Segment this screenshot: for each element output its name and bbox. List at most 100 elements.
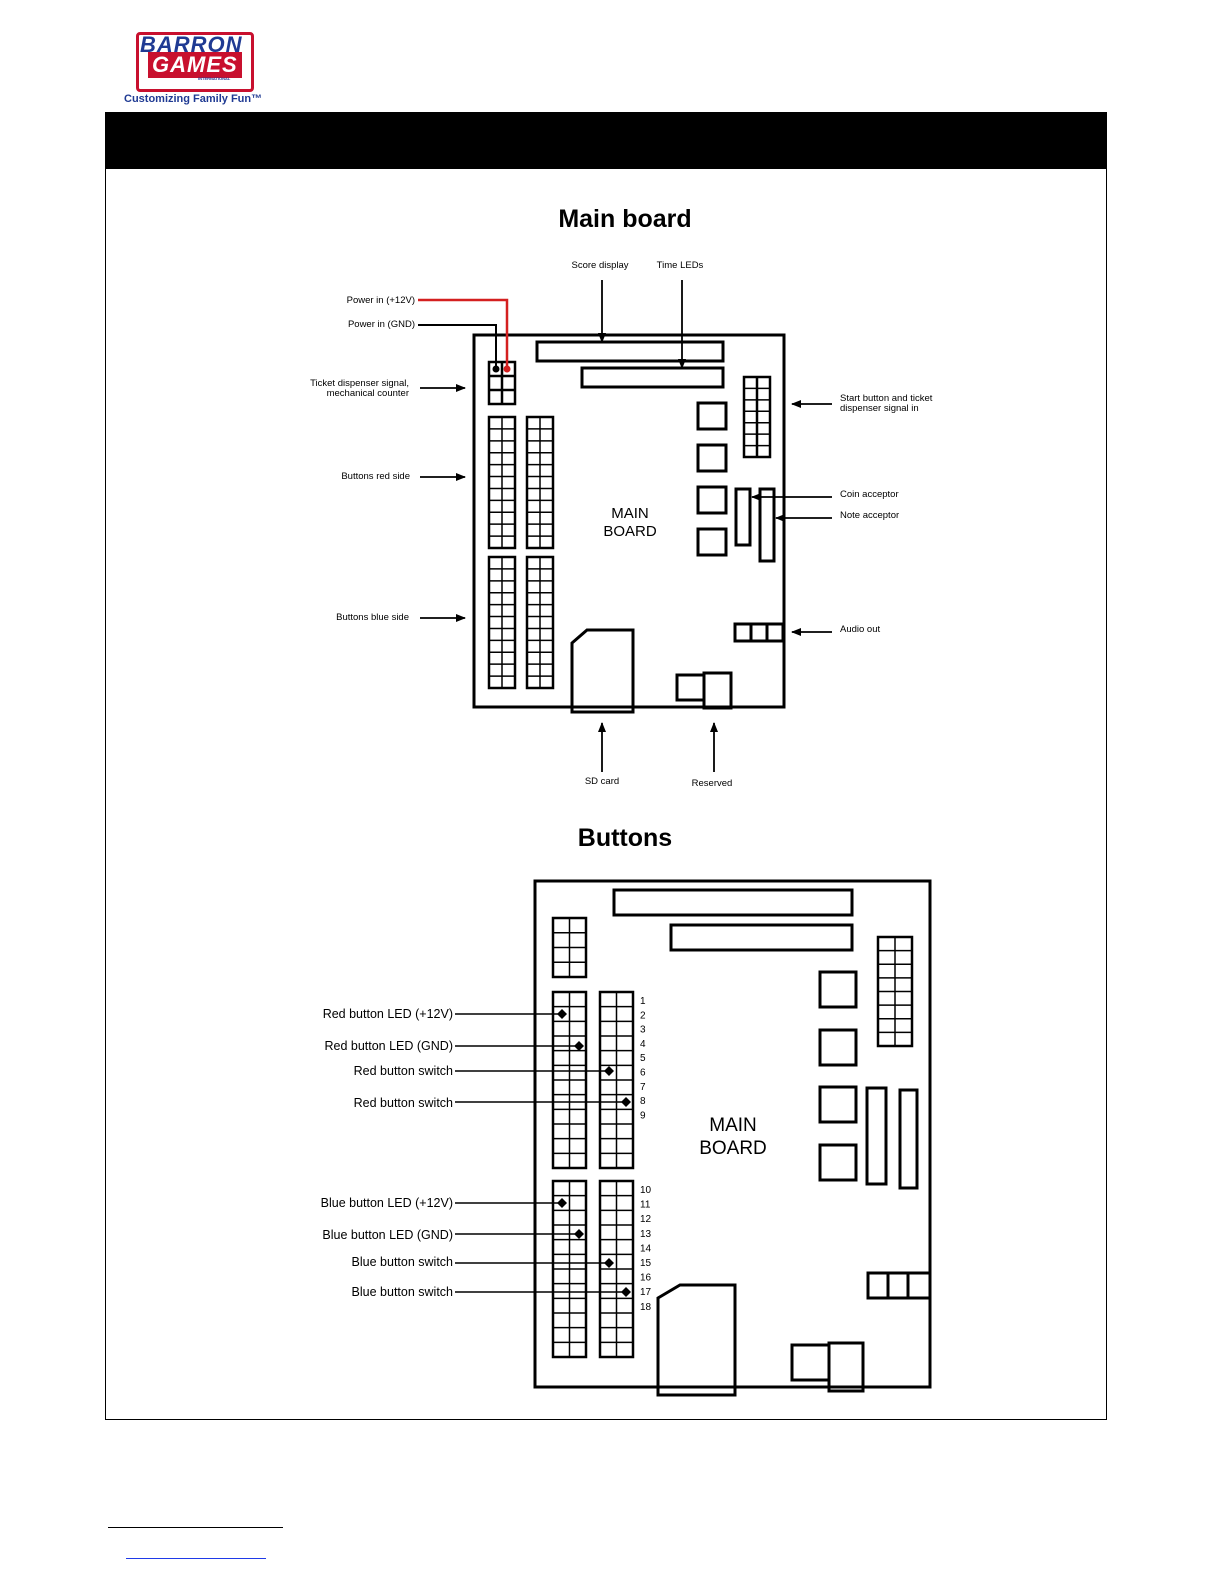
label-blue-switch-1: Blue button switch	[352, 1255, 453, 1269]
time-leds-connector	[580, 366, 725, 389]
label-time-leds: Time LEDs	[657, 260, 704, 271]
label-power-12v: Power in (+12V)	[347, 295, 415, 306]
score-display-connector	[535, 340, 725, 363]
pin-number: 4	[640, 1039, 646, 1050]
buttons-coin-connector	[865, 1086, 888, 1186]
square-component-3	[696, 485, 728, 515]
main-board-callouts: Power in (+12V) Power in (GND) Ticket di…	[310, 260, 933, 789]
pin-number: 8	[640, 1096, 646, 1107]
red-side-connector-a	[487, 415, 517, 550]
label-red-led-gnd: Red button LED (GND)	[324, 1039, 453, 1053]
label-start-1: Start button and ticket	[840, 393, 933, 404]
buttons-title: Buttons	[578, 824, 672, 852]
pin-number: 10	[640, 1185, 652, 1196]
pin-number: 2	[640, 1010, 646, 1021]
buttons-ticket-connector	[551, 916, 588, 979]
logo-games: GAMES	[148, 52, 242, 78]
power-gnd-wire	[418, 324, 497, 368]
pin-number: 16	[640, 1273, 652, 1284]
label-blue-switch-2: Blue button switch	[352, 1285, 453, 1299]
label-sd-card: SD card	[585, 776, 619, 787]
power-gnd-pin	[492, 365, 500, 373]
buttons-red-connector-a	[551, 990, 588, 1170]
buttons-board-outline	[533, 879, 932, 1389]
reserved-connector-a	[675, 673, 706, 702]
label-audio: Audio out	[840, 624, 881, 635]
square-component-2	[696, 443, 728, 473]
button-connectors	[487, 415, 555, 690]
buttons-board-label-2: BOARD	[699, 1138, 767, 1159]
label-red-led-12v: Red button LED (+12V)	[323, 1007, 453, 1021]
blue-side-connector-a	[487, 555, 517, 690]
pin-number: 3	[640, 1025, 646, 1036]
buttons-connectors	[551, 916, 914, 1359]
pin-number: 18	[640, 1302, 652, 1313]
buttons-red-connector-b	[598, 990, 635, 1170]
buttons-square-3	[818, 1085, 858, 1124]
buttons-reserved-a	[790, 1343, 831, 1382]
blue-side-connector-b	[525, 555, 555, 690]
label-reserved: Reserved	[692, 778, 733, 789]
main-board-label-2: BOARD	[603, 523, 657, 540]
button-leader-lines	[455, 1013, 626, 1293]
pin-number: 14	[640, 1243, 652, 1254]
start-button-connector	[742, 375, 772, 459]
pin-number: 6	[640, 1068, 646, 1079]
label-power-gnd: Power in (GND)	[348, 319, 415, 330]
note-acceptor-connector	[758, 487, 776, 563]
label-red-switch-2: Red button switch	[354, 1096, 453, 1110]
start-connector-rows	[744, 387, 770, 447]
pin-number: 13	[640, 1229, 652, 1240]
reserved-connector-b	[702, 671, 733, 710]
main-board-arrows	[420, 280, 832, 772]
sd-card-slot	[570, 628, 635, 714]
buttons-reserved-b	[827, 1341, 865, 1393]
buttons-time-connector	[669, 923, 854, 952]
square-component-1	[696, 401, 728, 431]
power-12v-wire	[418, 298, 509, 368]
pin-number: 7	[640, 1082, 646, 1093]
label-note: Note acceptor	[840, 510, 899, 521]
buttons-blue-connector-b	[598, 1179, 635, 1359]
buttons-square-1	[818, 970, 858, 1009]
pin-number: 12	[640, 1214, 652, 1225]
label-score-display: Score display	[571, 260, 628, 271]
pin-number: 11	[640, 1200, 651, 1211]
main-board-label-1: MAIN	[611, 505, 649, 522]
pin-number: 1	[640, 996, 646, 1007]
label-red-switch-1: Red button switch	[354, 1064, 453, 1078]
pin-number: 15	[640, 1258, 652, 1269]
header-bar	[105, 112, 1107, 169]
button-pin-markers	[557, 1009, 631, 1297]
buttons-score-connector	[612, 888, 854, 917]
pin-number: 9	[640, 1110, 646, 1121]
barron-games-logo: BARRON GAMES INTERNATIONAL Customizing F…	[118, 28, 278, 110]
buttons-audio-connector	[866, 1271, 932, 1300]
red-side-connector-b	[525, 415, 555, 550]
audio-out-connector	[733, 622, 785, 643]
footnote-separator	[108, 1527, 283, 1528]
label-blue-led-12v: Blue button LED (+12V)	[321, 1196, 453, 1210]
buttons-board-label-1: MAIN	[709, 1115, 757, 1136]
label-blue-led-gnd: Blue button LED (GND)	[322, 1228, 453, 1242]
label-ticket-2: mechanical counter	[327, 388, 409, 399]
power-12v-pin	[503, 365, 511, 373]
buttons-square-2	[818, 1028, 858, 1067]
logo-tagline: Customizing Family Fun™	[124, 93, 263, 105]
buttons-start-connector	[876, 935, 914, 1048]
label-ticket-1: Ticket dispenser signal,	[310, 378, 409, 389]
pin-number: 17	[640, 1287, 652, 1298]
footer-link-underline	[126, 1558, 266, 1559]
label-buttons-blue: Buttons blue side	[336, 612, 409, 623]
power-connector	[487, 360, 517, 406]
buttons-note-connector	[898, 1088, 919, 1190]
label-start-2: dispenser signal in	[840, 403, 919, 414]
buttons-blue-connector-a	[551, 1179, 588, 1359]
main-board-title: Main board	[558, 205, 691, 233]
coin-acceptor-connector	[734, 487, 752, 547]
logo-international: INTERNATIONAL	[198, 76, 231, 81]
pin-numbers-blue: 10 11 12 13 14 15 16 17 18	[640, 1185, 652, 1313]
square-component-4	[696, 527, 728, 557]
buttons-sd-card-slot	[656, 1283, 737, 1397]
